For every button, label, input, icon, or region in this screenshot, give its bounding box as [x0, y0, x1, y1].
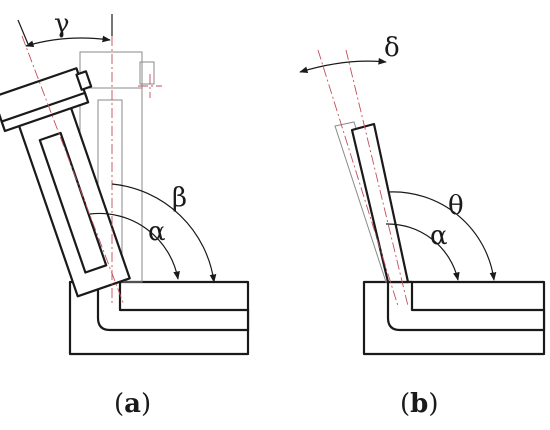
holder-cap-rim-a — [0, 91, 90, 133]
caption-a: (a) — [114, 389, 151, 419]
beta-label-a: β — [172, 183, 187, 213]
delta-label-b: δ — [384, 33, 400, 63]
centerlines-b — [317, 49, 409, 307]
die-block-b — [362, 280, 546, 356]
tilted-strip-b — [350, 122, 410, 284]
gamma-dimension-a — [17, 14, 113, 48]
holder-knob-a — [75, 70, 93, 91]
beta-arc-a — [111, 183, 217, 283]
bend-channel-a — [96, 280, 250, 332]
theta-arc-b — [387, 191, 497, 281]
tilted-holder-a — [0, 67, 131, 298]
holder-slot-a — [38, 131, 108, 274]
gamma-label-a: γ — [54, 9, 70, 39]
caption-b: (b) — [400, 389, 439, 419]
alpha-arc-b — [385, 223, 460, 281]
die-block-b-outline — [362, 280, 546, 356]
bend-channel-b — [386, 280, 546, 332]
centerlines-a — [21, 35, 162, 306]
alpha-label-b: α — [430, 221, 448, 251]
panel-a: γ β α (a) — [0, 9, 250, 419]
holder-body-a — [14, 97, 131, 298]
die-block-a-outline — [68, 280, 250, 356]
alpha-arc-a — [89, 212, 180, 280]
die-block-a — [68, 280, 250, 356]
theta-label-b: θ — [448, 191, 464, 221]
alpha-label-a: α — [148, 217, 166, 247]
delta-dimension-b — [299, 57, 387, 74]
panel-b: δ θ α (b) — [299, 33, 546, 419]
